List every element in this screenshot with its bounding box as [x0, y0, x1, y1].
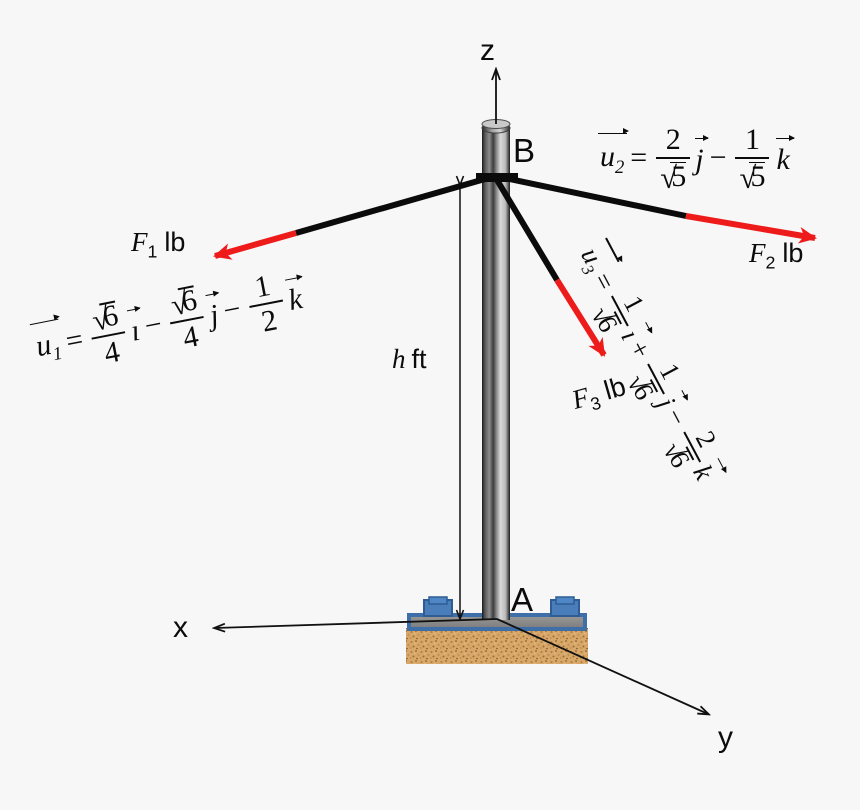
u2-vector-name: u2 [597, 127, 630, 179]
force-arrow-f3 [554, 278, 607, 357]
u1-term2-numerator: √6 [168, 283, 200, 323]
node-label-a: A [511, 581, 534, 618]
force-arrow-f2 [685, 213, 817, 244]
u2-term2-unit: k [776, 135, 796, 177]
f2-subscript: 2 [765, 252, 776, 273]
u2-term1-fraction: 2 √5 [656, 123, 691, 195]
u2-name-base: u [600, 139, 615, 173]
force-label-f1: F1 lb [131, 229, 185, 261]
u1-term1-unit-glyph: ı [127, 313, 143, 348]
u1-term3-sign: − [220, 292, 244, 328]
u2-name-sub: 2 [615, 156, 625, 178]
axis-x [215, 618, 498, 628]
f2-symbol: F [749, 238, 766, 268]
axis-y [496, 618, 708, 714]
cable-collar-b [476, 173, 518, 182]
u1-term2-unit-glyph: j [206, 297, 222, 332]
u1-term1-fraction: √6 4 [85, 298, 131, 371]
u1-term2-sign: − [141, 307, 165, 343]
u2-term1-numerator: 2 [665, 123, 681, 156]
axis-label-z: z [480, 34, 495, 67]
u2-term2-den-radicand: 5 [750, 159, 766, 193]
soil-block [406, 628, 588, 664]
u1-term3-numerator: 1 [251, 268, 274, 304]
f2-units: lb [782, 238, 804, 268]
height-units: ft [411, 344, 427, 374]
u1-term2-fraction: √6 4 [164, 282, 210, 355]
u1-term2-denominator: 4 [180, 319, 202, 355]
u1-term1-denominator: 4 [101, 334, 123, 370]
cable-3 [494, 178, 560, 282]
anchor-bolt-right [550, 596, 580, 617]
force-arrow-f1 [213, 230, 297, 260]
u1-term3-denominator: 2 [258, 303, 280, 339]
pole-shaft [481, 119, 511, 620]
node-label-b: B [513, 132, 536, 169]
u2-term1-unit: j [695, 135, 709, 177]
u2-term1-denominator: √5 [660, 159, 687, 195]
u2-term2-denominator: √5 [739, 159, 766, 195]
cable-1 [295, 174, 493, 236]
force-label-f2: F2 lb [749, 240, 803, 272]
u2-term2-fraction: 1 √5 [735, 123, 770, 195]
f1-symbol: F [131, 227, 148, 257]
u1-term3-fraction: 1 2 [243, 268, 289, 340]
u1-term2-unit: j [205, 292, 222, 333]
u1-equals: = [62, 322, 86, 359]
u2-term2-sign: − [709, 141, 727, 174]
u1-name-sub: 1 [50, 342, 65, 365]
f1-subscript: 1 [147, 241, 158, 262]
f3-subscript: 3 [588, 392, 604, 415]
height-symbol: h [392, 344, 406, 374]
axis-label-x: x [173, 611, 188, 644]
u2-term1-unit-glyph: j [695, 142, 704, 176]
f1-units: lb [164, 227, 186, 257]
u1-term1-unit: ı [127, 307, 143, 348]
u2-term1-den-radicand: 5 [671, 159, 687, 193]
cable-2 [499, 174, 687, 219]
u2-term2-unit-glyph: k [776, 142, 790, 176]
u2-equals: = [630, 141, 648, 174]
equation-u2: u2 = 2 √5 j − 1 √5 k [597, 123, 796, 195]
u2-term2-numerator: 1 [744, 123, 760, 156]
u1-term1-numerator: √6 [89, 298, 121, 338]
axis-label-y: y [718, 721, 733, 754]
anchor-bolt-left [423, 596, 453, 617]
